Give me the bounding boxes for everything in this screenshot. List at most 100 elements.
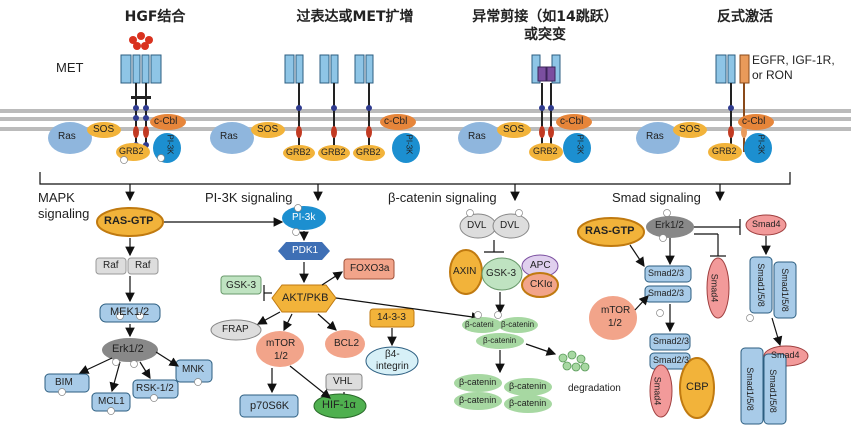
pi3k-label-2: PI-3K	[404, 134, 414, 155]
mapk-mnk: MNK	[182, 364, 205, 375]
pdk1-node: PDK1	[292, 245, 319, 256]
bcat-node-e: β-catenin	[509, 381, 547, 391]
met-receptor-4	[715, 54, 750, 152]
header-hgf-binding: HGF结合	[124, 9, 186, 25]
pathway-mapk-title-1: MAPK	[38, 190, 75, 205]
b4-integrin-line1: β4-	[385, 349, 400, 360]
b4-integrin-line2: integrin	[376, 361, 409, 372]
cbp-node: CBP	[686, 381, 709, 393]
mapk-raf-2: Raf	[135, 260, 151, 271]
frap-node: FRAP	[222, 324, 249, 335]
sos-label-2: SOS	[257, 124, 279, 135]
phospho-markers	[58, 154, 754, 415]
smad-erk: Erk1/2	[655, 220, 684, 231]
ccbl-label-4: c-Cbl	[742, 116, 766, 127]
rtk-label-line1: EGFR, IGF-1R,	[752, 53, 835, 67]
header-mutation: 或突变	[524, 27, 566, 43]
bcat-node-a: β-cateni	[465, 320, 494, 329]
smad4-node-lower: Smad4	[652, 376, 663, 406]
sos-label-4: SOS	[679, 124, 701, 135]
smad158-node-2: Smad1/5/8	[779, 268, 790, 312]
ras-label-1: Ras	[58, 131, 76, 142]
pathway-pi3k-title: PI-3K signaling	[205, 190, 293, 205]
degradation-label: degradation	[568, 383, 621, 394]
smad-nodes	[577, 214, 809, 425]
grb2-label-2c: GRB2	[356, 147, 381, 157]
hif-node: HIF-1α	[322, 399, 356, 411]
sos-label-1: SOS	[93, 124, 115, 135]
pi3k-nodes	[210, 206, 419, 419]
foxo3a-node: FOXO3a	[350, 263, 390, 274]
mapk-arrows	[78, 217, 284, 393]
dvl-node-2: DVL	[500, 220, 520, 231]
grb2-label-4: GRB2	[712, 146, 737, 156]
ras-label-3: Ras	[468, 131, 486, 142]
mapk-nodes	[44, 207, 213, 412]
grb2-label-1: GRB2	[119, 146, 144, 156]
cell-membrane	[0, 109, 851, 131]
adaptor-complex-3	[458, 114, 592, 163]
pi3k-label-4: PI-3K	[756, 134, 766, 155]
bcat-node-c: β-catenin	[483, 336, 517, 345]
smad-ras-gtp: RAS-GTP	[585, 225, 635, 237]
mapk-erk: Erk1/2	[112, 343, 144, 355]
gsk3-node-pi3k: GSK-3	[226, 280, 257, 291]
adaptor-complex-4	[636, 114, 774, 163]
akt-node: AKT/PKB	[282, 292, 329, 304]
ccbl-label-1: c-Cbl	[154, 116, 178, 127]
met-label: MET	[56, 60, 84, 75]
pathway-bcat-title: β-catenin signaling	[388, 190, 497, 205]
met-receptor-2	[284, 54, 374, 152]
mtor-node-line1: mTOR	[266, 338, 296, 349]
smad158-node-3: Smad1/5/8	[744, 367, 755, 411]
axin-node: AXIN	[453, 266, 477, 277]
bcat-node-f: β-catenin	[459, 395, 497, 405]
hgf-ligand	[129, 32, 153, 50]
ckia-node: CKIα	[530, 279, 553, 290]
mtor-node-line2: 1/2	[274, 351, 288, 362]
bcat-node-b: β-catenin	[501, 320, 535, 329]
grb2-label-2a: GRB2	[286, 147, 311, 157]
smad-mtor-line1: mTOR	[601, 305, 631, 316]
p70s6k-node: p70S6K	[250, 400, 290, 412]
mapk-mcl1: MCL1	[98, 396, 125, 407]
p1433-node: 14-3-3	[377, 312, 406, 323]
smad4-node-top: Smad4	[752, 219, 781, 229]
smad158-node-4: Smad1/5/8	[767, 369, 778, 413]
ccbl-label-3: c-Cbl	[560, 116, 584, 127]
smad23-node-3: Smad2/3	[653, 336, 690, 346]
smad23-node-1: Smad2/3	[648, 268, 685, 278]
pi3k-label-3: PI-3K	[575, 134, 585, 155]
mapk-rsk: RSK-1/2	[136, 383, 174, 394]
met-receptor-1	[120, 54, 162, 152]
ras-label-4: Ras	[646, 131, 664, 142]
pi3k-arrows	[256, 231, 482, 399]
smad4-node-right: Smad4	[771, 350, 800, 360]
mapk-ras-gtp: RAS-GTP	[104, 215, 154, 227]
vhl-node: VHL	[333, 376, 353, 387]
gsk3-node-bcat: GSK-3	[486, 268, 517, 279]
bcat-arrows	[484, 240, 557, 374]
smad23-node-2: Smad2/3	[648, 288, 685, 298]
smad4-node-vertical: Smad4	[709, 273, 720, 303]
mapk-bim: BIM	[55, 377, 73, 388]
bcat-nodes	[449, 213, 590, 413]
grb2-label-2b: GRB2	[321, 147, 346, 157]
ras-label-2: Ras	[220, 131, 238, 142]
mapk-raf-1: Raf	[103, 260, 119, 271]
bcat-node-d: β-catenin	[459, 377, 497, 387]
pathway-smad-title: Smad signaling	[612, 190, 701, 205]
pathway-mapk-title-2: signaling	[38, 206, 90, 221]
adaptor-complex-2	[210, 114, 420, 163]
bcl2-node: BCL2	[334, 338, 360, 349]
pathway-bracket	[39, 172, 791, 202]
header-aberrant-splicing: 异常剪接（如14跳跃）	[472, 9, 618, 25]
rtk-label-line2: or RON	[752, 68, 793, 82]
dvl-node-1: DVL	[467, 220, 487, 231]
mapk-mek: MEK1/2	[110, 306, 150, 318]
header-transactivation: 反式激活	[717, 9, 773, 25]
grb2-label-3: GRB2	[533, 146, 558, 156]
met-receptor-3	[531, 54, 561, 152]
